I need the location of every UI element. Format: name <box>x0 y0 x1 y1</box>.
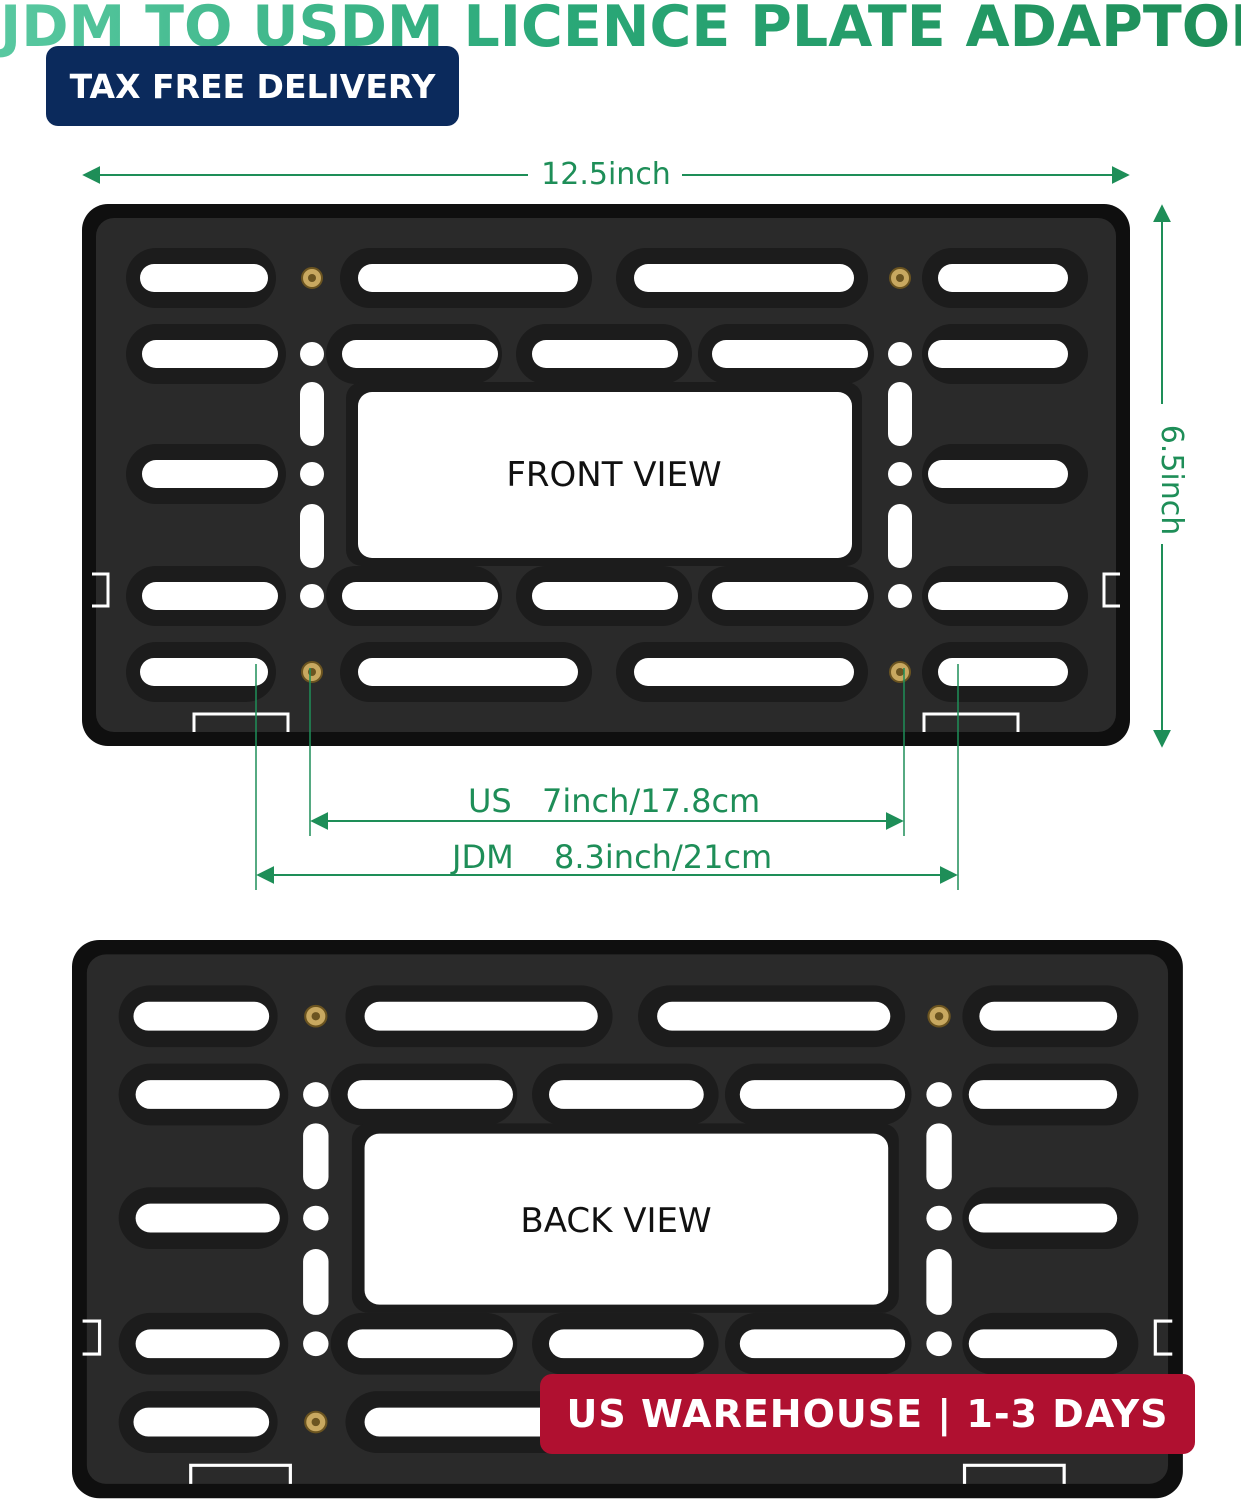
us-label: US <box>468 782 512 820</box>
front-view-label: FRONT VIEW <box>506 455 721 495</box>
jdm-value: 8.3inch/21cm <box>554 838 772 876</box>
us-warehouse-badge: US WAREHOUSE | 1-3 DAYS <box>540 1374 1195 1454</box>
tax-free-delivery-badge: TAX FREE DELIVERY <box>46 46 459 126</box>
width-label: 12.5inch <box>541 157 671 192</box>
us-value: 7inch/17.8cm <box>542 782 760 820</box>
jdm-label: JDM <box>450 838 514 876</box>
back-view-label: BACK VIEW <box>520 1201 711 1241</box>
height-label: 6.5inch <box>1154 425 1189 536</box>
